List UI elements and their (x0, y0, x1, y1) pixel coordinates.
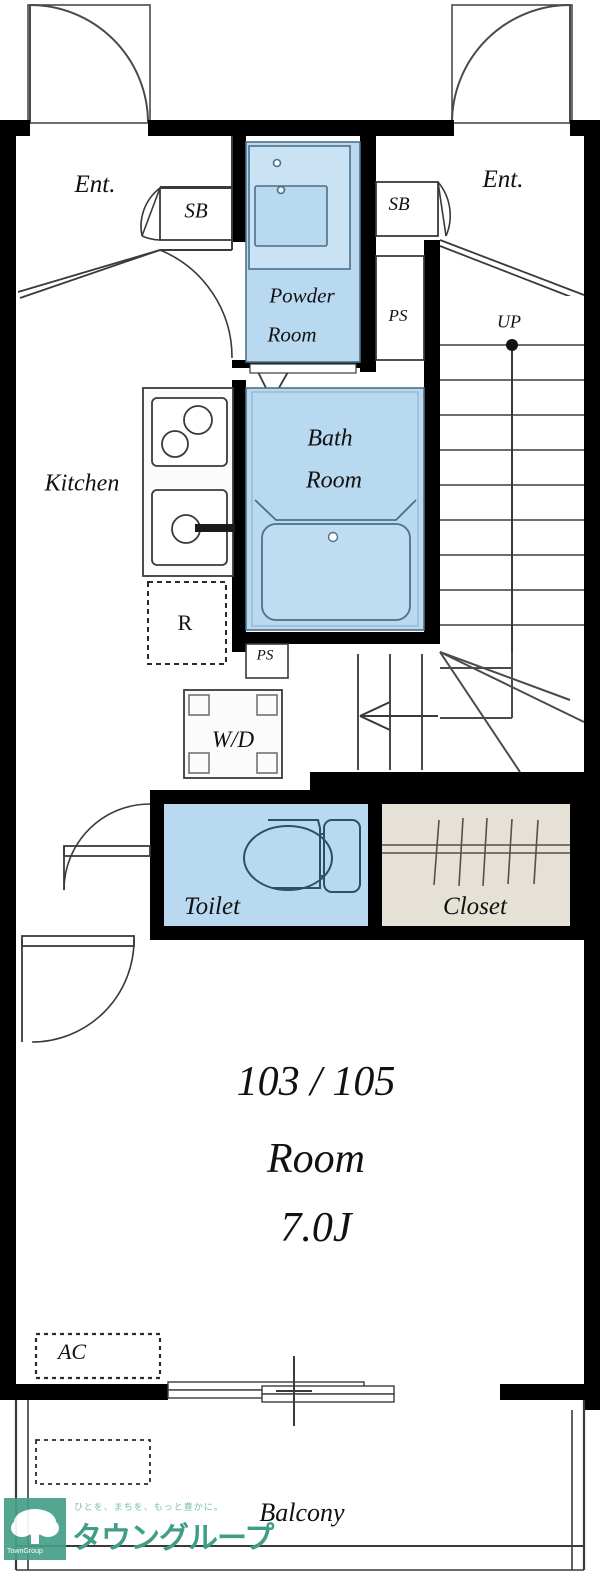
label-toilet: Toilet (183, 893, 241, 920)
bathtub (254, 499, 417, 621)
entry-hall-door-left (17, 249, 233, 359)
main-room-word: Room (267, 1136, 365, 1182)
balcony (14, 1356, 586, 1571)
label-sb-right: SB (388, 194, 410, 215)
watermark-tagline: ひとを、まちを、もっと豊かに。 (74, 1502, 224, 1512)
toilet-room (63, 803, 368, 926)
entrance-right-area (375, 181, 585, 361)
watermark-brand: タウングループ (72, 1522, 274, 1555)
closet-hanging-rod (382, 817, 570, 887)
ac-unit-space (34, 1332, 162, 1380)
label-refrigerator: R (177, 610, 193, 635)
label-bath-room-line2: Room (306, 467, 362, 494)
toilet-door (63, 803, 151, 891)
label-kitchen: Kitchen (44, 470, 120, 497)
entrance-left-area (17, 136, 233, 359)
washer-dryer-unit (183, 689, 283, 779)
staircase (310, 296, 585, 773)
balcony-ac-space (35, 1439, 151, 1485)
label-closet: Closet (443, 893, 507, 920)
shoe-box-right (375, 181, 439, 237)
label-bath-room-line1: Bath (307, 425, 353, 452)
stair-winders (357, 651, 585, 773)
shoe-box-door-right (437, 181, 451, 237)
refrigerator-space (147, 581, 227, 665)
pipe-shaft-upper (375, 255, 425, 361)
kitchen (142, 387, 235, 665)
main-room-door (21, 935, 135, 1043)
label-ac: AC (57, 1339, 87, 1364)
main-living-room (16, 935, 584, 1384)
tree-icon (11, 1509, 59, 1544)
label-powder-room-line2: Room (267, 322, 317, 347)
bath-room (245, 387, 425, 679)
label-washer-dryer: W/D (211, 727, 255, 752)
watermark-logo (4, 1498, 66, 1560)
exterior-walls (0, 120, 600, 1410)
watermark-logo-caption: TownGroup (7, 1548, 43, 1555)
kitchen-sink (151, 489, 235, 566)
toilet-fixture (243, 819, 361, 893)
main-room-area: 7.0J (280, 1205, 352, 1251)
label-stairs-up: UP (497, 311, 521, 332)
powder-room-sink (248, 145, 351, 270)
closet (382, 804, 570, 926)
kitchen-cooktop (151, 397, 228, 467)
entry-hall-door-right (439, 239, 585, 303)
powder-room (245, 141, 361, 402)
label-ent-left: Ent. (74, 171, 116, 198)
stair-direction-arrow (359, 701, 438, 731)
label-ps-upper: PS (388, 306, 408, 325)
label-balcony: Balcony (259, 1498, 345, 1527)
label-sb-left: SB (184, 198, 208, 223)
entrance-door-left (27, 4, 151, 124)
pipe-shaft-lower (245, 643, 289, 679)
toilet-closet-walls (150, 772, 584, 940)
shoe-box-door-left (140, 187, 161, 241)
stairs-up-marker (506, 339, 518, 351)
label-ps-lower: PS (256, 647, 274, 664)
label-powder-room-line1: Powder (269, 283, 335, 308)
main-room-unit-numbers: 103 / 105 (236, 1059, 396, 1105)
balcony-sliding-door (167, 1356, 395, 1426)
label-ent-right: Ent. (482, 166, 524, 193)
entrance-door-right (451, 4, 573, 124)
